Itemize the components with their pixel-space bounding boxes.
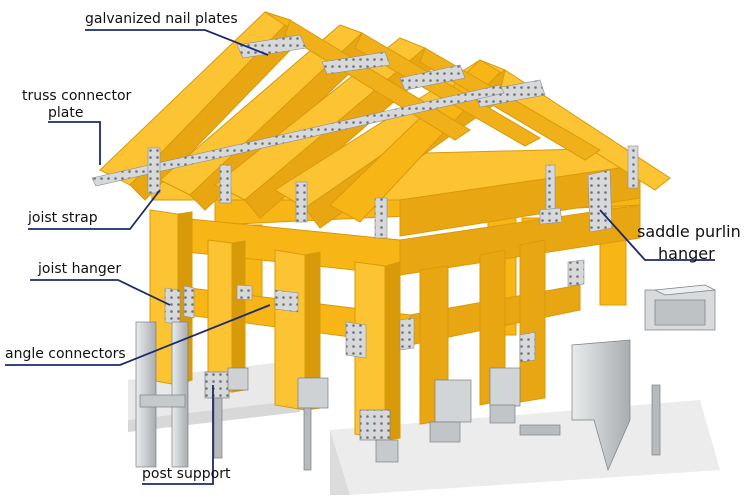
label-truss-connector: truss connector	[22, 88, 132, 104]
label-joist-strap: joist strap	[28, 210, 98, 226]
joist-hanger	[164, 287, 181, 326]
leader-line-post-support	[142, 385, 214, 485]
nail-plate	[399, 64, 466, 91]
nail-plate	[236, 34, 307, 59]
label-post-support: post support	[142, 466, 231, 482]
label-truss-connector-plate: plate	[48, 105, 84, 121]
metal-connectors	[91, 34, 639, 363]
label-saddle-purlin-hanger: hanger	[658, 244, 715, 263]
nail-plate	[321, 51, 391, 75]
front-posts	[149, 209, 546, 441]
label-galvanized-nail-plates: galvanized nail plates	[85, 11, 238, 27]
roof-rafters	[99, 11, 671, 229]
leader-lines	[5, 29, 715, 485]
label-saddle-purlin: saddle purlin	[637, 222, 741, 241]
leader-line-joist-hanger	[30, 279, 171, 306]
leader-line-truss-connector	[48, 121, 101, 165]
leader-line-saddle-purlin	[599, 209, 715, 261]
leader-line-nail-plates	[85, 29, 269, 56]
label-angle-connectors: angle connectors	[5, 346, 126, 362]
truss-connector-strip	[91, 84, 505, 187]
joist-strap	[147, 147, 161, 194]
nail-plate	[474, 79, 546, 108]
label-joist-hanger: joist hanger	[38, 261, 122, 277]
saddle-purlin-hanger	[587, 169, 613, 233]
post-supports	[135, 284, 717, 472]
post-support	[204, 371, 230, 399]
ground-spike	[571, 339, 631, 472]
leader-line-angle-connectors	[5, 304, 271, 366]
leader-line-joist-strap	[28, 189, 161, 230]
angle-connector	[274, 289, 299, 313]
